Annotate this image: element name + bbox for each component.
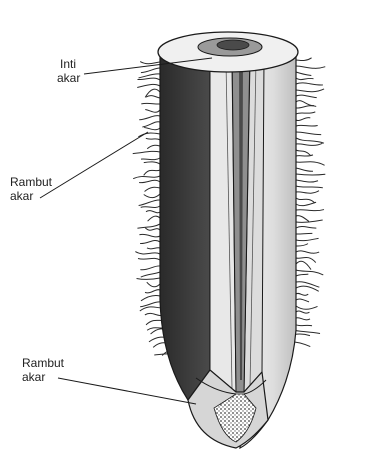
root-hair (296, 311, 309, 313)
root-hair (144, 162, 160, 164)
stele-core (217, 40, 249, 50)
label-akar-hair: akar (10, 190, 33, 203)
root-hair (140, 62, 160, 64)
root-hair (141, 206, 160, 208)
root-hair (141, 68, 160, 73)
root-hair (294, 324, 312, 326)
root-hair (141, 272, 160, 277)
left-cortex-face (160, 55, 210, 400)
root-hair (147, 248, 160, 249)
root-hair (296, 66, 325, 68)
root-hair (140, 240, 160, 243)
root-hair (296, 72, 311, 76)
root-hair (296, 58, 312, 61)
root-hair (296, 78, 313, 80)
root-hair (147, 282, 160, 287)
root-hair (296, 261, 311, 269)
root-hair (139, 74, 160, 78)
root-hair (296, 112, 315, 114)
root-hair (144, 170, 160, 175)
root-hair (146, 138, 160, 140)
root-hair (140, 266, 160, 270)
root-hair (296, 216, 309, 222)
root-hair (296, 125, 318, 126)
root-hair (138, 258, 160, 260)
root-hair (137, 78, 160, 80)
root-hair (296, 233, 312, 234)
root-hair (137, 224, 160, 228)
label-inti: Inti (60, 58, 76, 71)
root-hair (141, 158, 160, 160)
root-hair (296, 89, 324, 92)
root-hair (296, 318, 310, 320)
root-hair (139, 234, 160, 237)
label-rambut-hair: Rambut (10, 176, 52, 189)
root-hair (296, 306, 318, 309)
root-hair (144, 194, 160, 198)
root-hair (137, 278, 160, 280)
root-hair (296, 168, 313, 171)
root-hair (137, 84, 160, 87)
root-hair (296, 174, 325, 175)
root-hair (296, 150, 310, 155)
root-hair (296, 162, 325, 166)
root-hair (296, 191, 319, 193)
root-hair (133, 151, 160, 153)
root-hair (141, 296, 160, 301)
root-hair (145, 187, 160, 191)
root-hair (139, 180, 160, 182)
root-hair (142, 122, 160, 127)
root-hair (144, 127, 160, 129)
root-hair (296, 244, 308, 246)
root-hair (139, 200, 160, 206)
root-hair (146, 211, 160, 213)
root-hair (140, 302, 160, 307)
root-hair (296, 202, 316, 205)
root-hair (133, 176, 160, 179)
leader-line-hair (40, 132, 148, 198)
label-akar-tip: akar (22, 371, 45, 384)
root-hair (145, 290, 160, 293)
root-hair (296, 293, 308, 295)
root-hair (296, 299, 309, 302)
root-hair (296, 270, 323, 275)
root-hair (296, 106, 316, 108)
root-hair (296, 138, 324, 143)
label-akar-core: akar (57, 72, 80, 85)
root-hair (296, 251, 319, 253)
root-hair (296, 118, 310, 121)
root-hair (135, 252, 160, 254)
root-hair (296, 180, 318, 182)
cut-face-left-cortex (210, 62, 236, 392)
root-hair (139, 116, 160, 120)
root-hair (296, 286, 319, 291)
root-hair (296, 95, 317, 98)
root-hair (296, 238, 319, 240)
root-hair (141, 103, 160, 104)
leader-line-tip (58, 378, 196, 404)
root-hair (296, 132, 321, 135)
root-hair (148, 216, 160, 221)
root-hair (140, 307, 163, 311)
root-hair (296, 210, 324, 211)
root-body (158, 32, 298, 448)
label-rambut-tip: Rambut (22, 357, 64, 370)
root-hair (296, 198, 315, 203)
root-hair (296, 227, 316, 229)
root-hair (147, 145, 160, 148)
root-hair (296, 101, 314, 106)
root-hair (296, 220, 323, 222)
root-hair (145, 228, 160, 230)
root-hair (296, 83, 323, 85)
root-hair (296, 143, 322, 145)
root-hair (145, 109, 160, 112)
root-hair (296, 274, 308, 276)
root-hair (146, 96, 160, 98)
root-hair (296, 186, 323, 188)
